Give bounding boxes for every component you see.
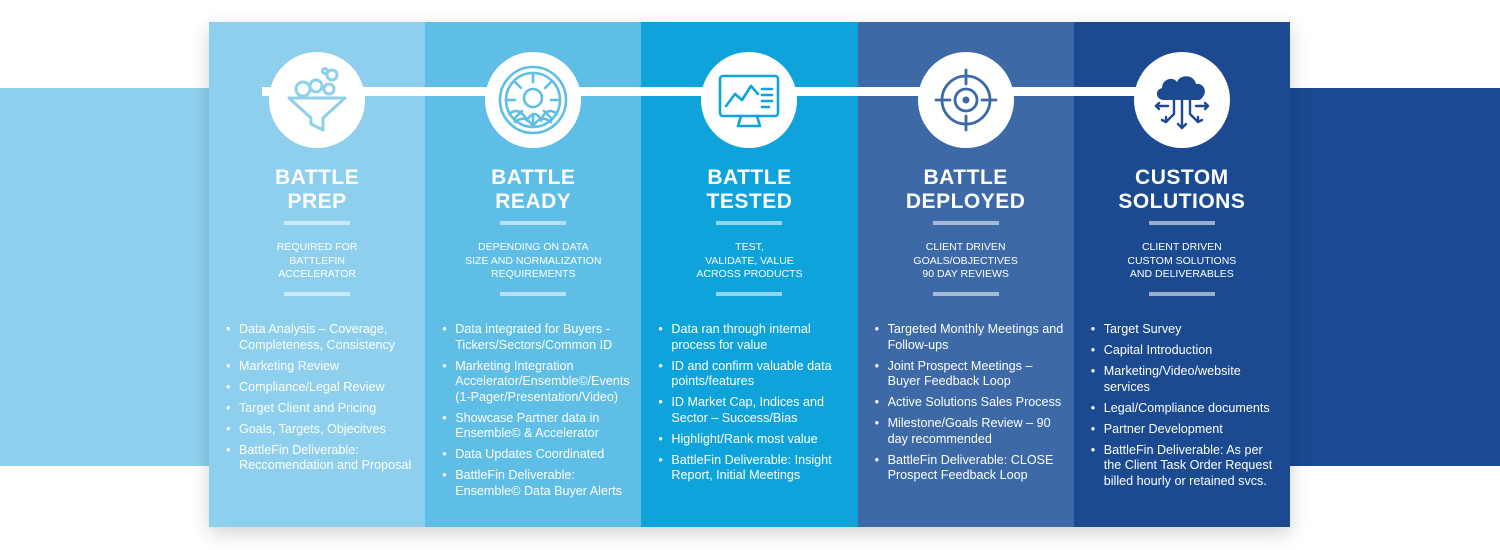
list-item: BattleFin Deliverable: As per the Client…: [1091, 443, 1280, 490]
list-item: Data Updates Coordinated: [442, 447, 631, 463]
list-item: Data ran through internal process for va…: [658, 322, 847, 353]
list-item: BattleFin Deliverable: Ensemble© Data Bu…: [442, 468, 631, 499]
column-title: BATTLE PREP: [274, 166, 360, 213]
list-item: Compliance/Legal Review: [226, 380, 415, 396]
icon-badge: [701, 52, 798, 148]
divider: [1148, 292, 1215, 296]
divider: [284, 221, 351, 225]
divider: [716, 292, 783, 296]
list-item: Targeted Monthly Meetings and Follow-ups: [875, 322, 1064, 353]
bullet-list: Target Survey Capital Introduction Marke…: [1088, 322, 1280, 495]
divider: [1148, 221, 1215, 225]
column-subtitle: REQUIRED FOR BATTLEFIN ACCELERATOR: [276, 241, 358, 280]
column-battle-tested: BATTLE TESTED TEST, VALIDATE, VALUE ACRO…: [641, 22, 858, 527]
column-title: BATTLE READY: [491, 166, 576, 213]
column-subtitle: CLIENT DRIVEN CUSTOM SOLUTIONS AND DELIV…: [1127, 241, 1237, 280]
column-subtitle: DEPENDING ON DATA SIZE AND NORMALIZATION…: [465, 241, 602, 280]
list-item: ID and confirm valuable data points/feat…: [658, 359, 847, 390]
list-item: BattleFin Deliverable: CLOSE Prospect Fe…: [875, 453, 1064, 484]
column-battle-ready: BATTLE READY DEPENDING ON DATA SIZE AND …: [425, 22, 642, 527]
list-item: Marketing Integration Accelerator/Ensemb…: [442, 359, 631, 406]
divider: [932, 221, 999, 225]
sphere-network-icon: [498, 65, 568, 135]
list-item: Legal/Compliance documents: [1091, 401, 1280, 417]
divider: [500, 221, 567, 225]
list-item: Partner Development: [1091, 422, 1280, 438]
column-subtitle: TEST, VALIDATE, VALUE ACROSS PRODUCTS: [696, 241, 803, 280]
list-item: Showcase Partner data in Ensemble© & Acc…: [442, 411, 631, 442]
list-item: Marketing Review: [226, 359, 415, 375]
monitor-chart-icon: [719, 74, 780, 128]
list-item: ID Market Cap, Indices and Sector – Succ…: [658, 395, 847, 426]
bullet-list: Targeted Monthly Meetings and Follow-ups…: [872, 322, 1064, 489]
list-item: BattleFin Deliverable: Insight Report, I…: [658, 453, 847, 484]
bullet-list: Data ran through internal process for va…: [655, 322, 847, 489]
list-item: Joint Prospect Meetings – Buyer Feedback…: [875, 359, 1064, 390]
bullet-list: Data Analysis – Coverage, Completeness, …: [223, 322, 415, 479]
list-item: Target Survey: [1091, 322, 1280, 338]
column-subtitle: CLIENT DRIVEN GOALS/OBJECTIVES 90 DAY RE…: [913, 241, 1018, 280]
divider: [500, 292, 567, 296]
column-battle-prep: BATTLE PREP REQUIRED FOR BATTLEFIN ACCEL…: [209, 22, 426, 527]
list-item: Highlight/Rank most value: [658, 432, 847, 448]
column-title: BATTLE DEPLOYED: [905, 166, 1026, 213]
icon-badge: [917, 52, 1014, 148]
bullet-list: Data integrated for Buyers - Tickers/Sec…: [439, 322, 631, 505]
column-title: CUSTOM SOLUTIONS: [1118, 166, 1246, 213]
list-item: Goals, Targets, Objecitves: [226, 422, 415, 438]
list-item: Active Solutions Sales Process: [875, 395, 1064, 411]
list-item: Capital Introduction: [1091, 343, 1280, 359]
list-item: Marketing/Video/website services: [1091, 364, 1280, 395]
column-battle-deployed: BATTLE DEPLOYED CLIENT DRIVEN GOALS/OBJE…: [857, 22, 1074, 527]
background-band-right: [1288, 88, 1500, 466]
column-title: BATTLE TESTED: [706, 166, 793, 213]
process-panel: BATTLE PREP REQUIRED FOR BATTLEFIN ACCEL…: [209, 22, 1290, 527]
icon-badge: [1133, 52, 1230, 148]
list-item: BattleFin Deliverable: Reccomendation an…: [226, 443, 415, 474]
list-item: Target Client and Pricing: [226, 401, 415, 417]
divider: [284, 292, 351, 296]
divider: [716, 221, 783, 225]
icon-badge: [269, 52, 366, 148]
list-item: Data Analysis – Coverage, Completeness, …: [226, 322, 415, 353]
funnel-icon: [287, 67, 347, 132]
column-custom-solutions: CUSTOM SOLUTIONS CLIENT DRIVEN CUSTOM SO…: [1073, 22, 1290, 527]
icon-badge: [485, 52, 582, 148]
cloud-network-icon: [1154, 76, 1210, 130]
background-band-left: [0, 88, 212, 466]
target-crosshair-icon: [934, 68, 998, 132]
list-item: Data integrated for Buyers - Tickers/Sec…: [442, 322, 631, 353]
divider: [932, 292, 999, 296]
list-item: Milestone/Goals Review – 90 day recommen…: [875, 416, 1064, 447]
